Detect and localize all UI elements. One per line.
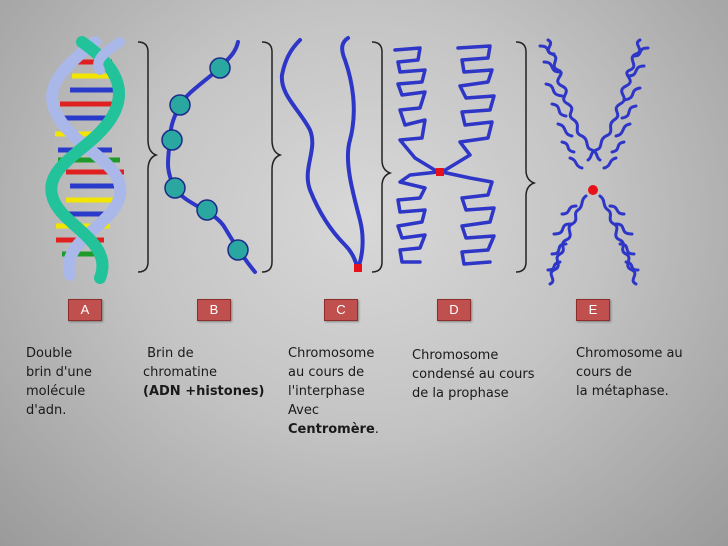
caption-line: au cours de <box>288 365 365 380</box>
metaphase-chromosome <box>538 38 650 286</box>
caption-line: Double <box>26 346 73 361</box>
caption-d: Chromosome condensé au cours de la proph… <box>412 346 535 403</box>
caption-line: Chromosome au <box>576 346 683 361</box>
caption-line: d'adn. <box>26 403 67 418</box>
caption-line: Brin de <box>143 346 194 361</box>
caption-line: de la prophase <box>412 386 509 401</box>
caption-line: condensé au cours <box>412 367 535 382</box>
caption-line: Centromère. <box>288 420 379 439</box>
brace-4 <box>515 41 537 273</box>
stage-badge-c: C <box>324 299 358 321</box>
helix-strand-front <box>45 36 125 284</box>
brace-2 <box>261 41 283 273</box>
nucleosomes <box>161 57 249 261</box>
stage-badge-a: A <box>68 299 102 321</box>
prophase-chromosome <box>393 44 496 266</box>
dna-double-helix <box>45 36 127 284</box>
nucleosome <box>164 177 186 199</box>
caption-a: Double brin d'une molécule d'adn. <box>26 344 92 420</box>
interphase-chromosome <box>279 36 365 273</box>
nucleosome <box>227 239 249 261</box>
centromere-marker <box>588 185 598 195</box>
caption-line: Chromosome <box>288 346 375 361</box>
brace-separators <box>137 41 537 273</box>
nucleosome <box>196 199 218 221</box>
caption-line: cours de <box>576 365 632 380</box>
caption-line: chromatine <box>143 365 217 380</box>
nucleosome <box>161 129 183 151</box>
brace-1 <box>137 41 159 273</box>
arm-upper-left <box>546 38 602 162</box>
arm-upper-right <box>586 38 642 162</box>
caption-line: Avec <box>288 403 319 418</box>
nucleosome <box>209 57 231 79</box>
caption-line: la métaphase. <box>576 384 669 399</box>
nucleosome <box>169 94 191 116</box>
caption-punct: . <box>374 422 379 437</box>
caption-line: Chromosome <box>412 348 499 363</box>
stage-badge-b: B <box>197 299 231 321</box>
caption-bold: ADN +histones) <box>148 384 265 399</box>
centromere-marker <box>354 264 362 272</box>
caption-bold: ( <box>143 384 149 399</box>
caption-c: Chromosome au cours de l'interphase Avec… <box>288 344 379 439</box>
caption-bold: Centromère <box>288 422 375 437</box>
caption-line: brin d'une <box>26 365 92 380</box>
brace-3 <box>371 41 393 273</box>
stage-badge-d: D <box>437 299 471 321</box>
caption-b: Brin de chromatine (ADN +histones) <box>143 344 264 401</box>
caption-e: Chromosome au cours de la métaphase. <box>576 344 683 401</box>
arm-lower-right <box>598 194 638 286</box>
caption-line: l'interphase <box>288 384 365 399</box>
caption-line: (ADN +histones) <box>143 382 264 401</box>
stage-badge-e: E <box>576 299 610 321</box>
centromere-marker <box>436 168 444 176</box>
chromatid-left <box>393 46 440 264</box>
arm-lower-left <box>548 194 588 286</box>
chromatid-right <box>440 44 496 266</box>
chromatin-fiber <box>161 40 257 274</box>
caption-line: molécule <box>26 384 86 399</box>
